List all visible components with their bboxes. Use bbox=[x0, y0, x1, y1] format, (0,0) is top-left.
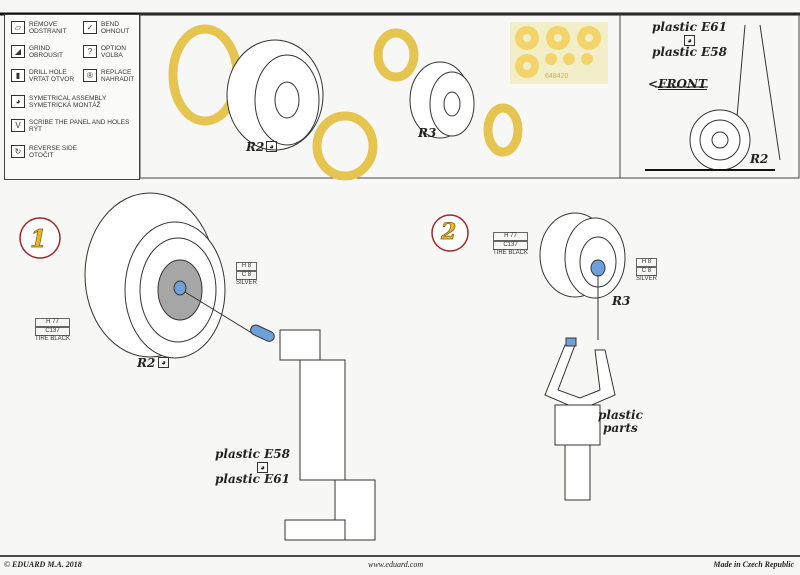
step2-parts-label: parts bbox=[603, 421, 638, 435]
step-2-number: 2 bbox=[441, 219, 457, 246]
top-r2-label: R2 bbox=[246, 140, 265, 154]
footer-url[interactable]: www.eduard.com bbox=[368, 560, 424, 569]
grind-icon: ◢ bbox=[11, 45, 25, 58]
step1-plastic-e58: plastic E58 bbox=[215, 447, 290, 461]
step-2-circle bbox=[431, 214, 469, 252]
symetrical-assembly-icon: ◕ bbox=[158, 357, 169, 368]
symetrical-assembly-icon: ◕ bbox=[266, 141, 277, 152]
scribe-icon: V bbox=[11, 119, 25, 132]
wheel-r3-top bbox=[409, 61, 475, 139]
step1-plastic-e61: plastic E61 bbox=[215, 472, 290, 486]
reverse-side-icon: ↻ bbox=[11, 145, 25, 158]
step2-plastic-label: plastic bbox=[598, 408, 643, 422]
remove-icon: ▱ bbox=[11, 21, 25, 34]
symetrical-assembly-icon: ◕ bbox=[257, 462, 268, 473]
side-view-frame bbox=[619, 13, 800, 179]
mask-code: 648420 bbox=[545, 73, 569, 80]
wheel-r2-top bbox=[226, 39, 324, 151]
wheel-r2-step1 bbox=[84, 192, 226, 359]
replace-icon: ® bbox=[83, 69, 97, 82]
strut-step1 bbox=[279, 329, 376, 541]
axle-paint bbox=[250, 324, 275, 342]
front-arrow-label: <FRONT bbox=[648, 77, 707, 91]
drill-hole-icon: ▮ bbox=[11, 69, 25, 82]
footer-copyright: © EDUARD M.A. 2018 bbox=[4, 560, 82, 569]
side-r2-label: R2 bbox=[750, 152, 769, 166]
bend-icon: ✓ bbox=[83, 21, 97, 34]
top-r3-label: R3 bbox=[418, 126, 437, 140]
footer-made-in: Made in Czech Republic bbox=[713, 560, 794, 569]
step-1-number: 1 bbox=[30, 224, 47, 254]
symetrical-assembly-icon: ◕ bbox=[684, 35, 695, 46]
side-view-gear bbox=[689, 24, 781, 171]
step2-part-label: R3 bbox=[612, 294, 631, 308]
step-1-circle bbox=[19, 217, 61, 259]
option-icon: ? bbox=[83, 45, 97, 58]
wheel-r3-step2 bbox=[539, 212, 626, 299]
side-plastic-e61: plastic E61 bbox=[652, 20, 727, 34]
side-plastic-e58: plastic E58 bbox=[652, 45, 727, 59]
symetrical-assembly-icon: ◕ bbox=[11, 95, 25, 108]
fork-step2 bbox=[544, 344, 616, 501]
step1-part-label: R2 bbox=[137, 356, 156, 370]
